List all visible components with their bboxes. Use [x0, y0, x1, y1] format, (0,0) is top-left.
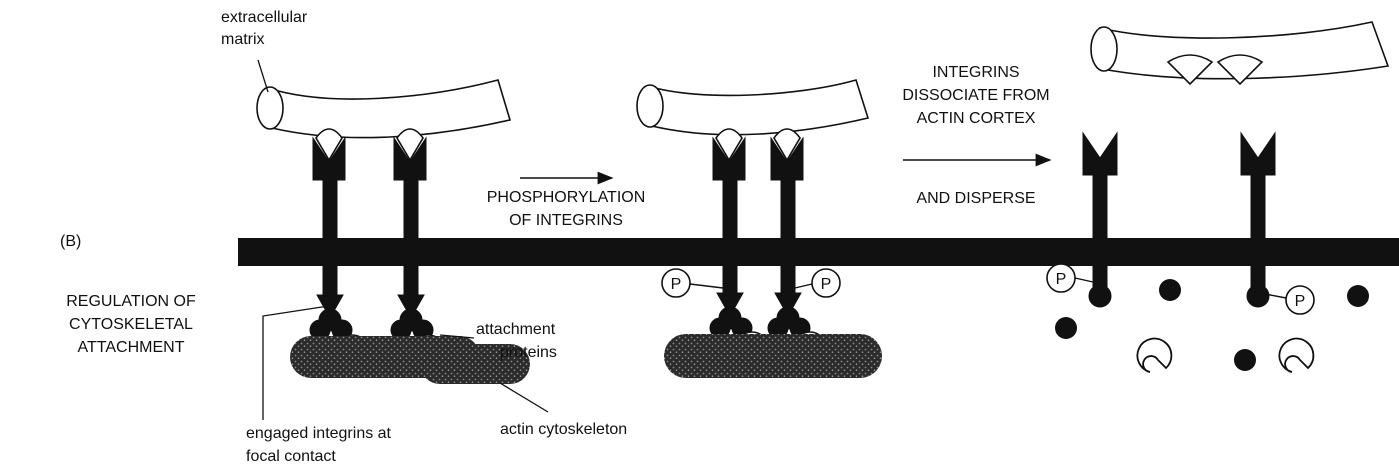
integrin-2 — [391, 129, 433, 340]
integrin-6 — [1241, 133, 1275, 307]
label-engaged-integrins-2: focal contact — [246, 448, 336, 465]
phosphate-label: P — [821, 276, 832, 293]
state-dispersed: P P — [1047, 22, 1388, 372]
state-phosphorylated: P P — [637, 80, 882, 378]
phosphate-icon: P — [662, 269, 690, 297]
phosphate-label: P — [1056, 271, 1067, 288]
title-line-2: CYTOSKELETAL — [69, 316, 193, 333]
phosphate-icon: P — [1047, 264, 1075, 292]
label-extracellular-matrix-2: matrix — [221, 31, 265, 48]
phosphate-label: P — [671, 276, 682, 293]
label-attachment-proteins: attachment — [476, 321, 556, 338]
step1-line-1: PHOSPHORYLATION — [487, 189, 646, 206]
panel-label: (B) — [60, 233, 81, 250]
step2-line-1: INTEGRINS — [932, 64, 1019, 81]
phosphate-icon: P — [812, 269, 840, 297]
step2-line-2: DISSOCIATE FROM — [902, 87, 1049, 104]
integrin-4 — [768, 129, 810, 338]
phosphate-label: P — [1295, 293, 1306, 310]
actin-cytoskeleton-1 — [290, 336, 530, 384]
title-line-3: ATTACHMENT — [78, 339, 185, 356]
label-attachment-proteins-2: proteins — [500, 344, 557, 361]
integrin-3 — [710, 129, 752, 338]
step2-line-3: ACTIN CORTEX — [917, 110, 1036, 127]
dispersed-attachment-proteins — [1137, 339, 1313, 372]
extracellular-matrix-fiber-1 — [257, 80, 510, 138]
phosphate-icon: P — [1286, 286, 1314, 314]
step2-line-4: AND DISPERSE — [916, 190, 1035, 207]
extracellular-matrix-fiber-3 — [1091, 22, 1388, 84]
actin-cytoskeleton-2 — [664, 334, 882, 378]
label-actin-cytoskeleton: actin cytoskeleton — [500, 421, 627, 438]
extracellular-matrix-fiber-2 — [637, 80, 868, 135]
label-extracellular-matrix: extracellular — [221, 9, 308, 26]
title-line-1: REGULATION OF — [66, 293, 196, 310]
step1-line-2: OF INTEGRINS — [509, 212, 623, 229]
label-engaged-integrins: engaged integrins at — [246, 425, 392, 442]
